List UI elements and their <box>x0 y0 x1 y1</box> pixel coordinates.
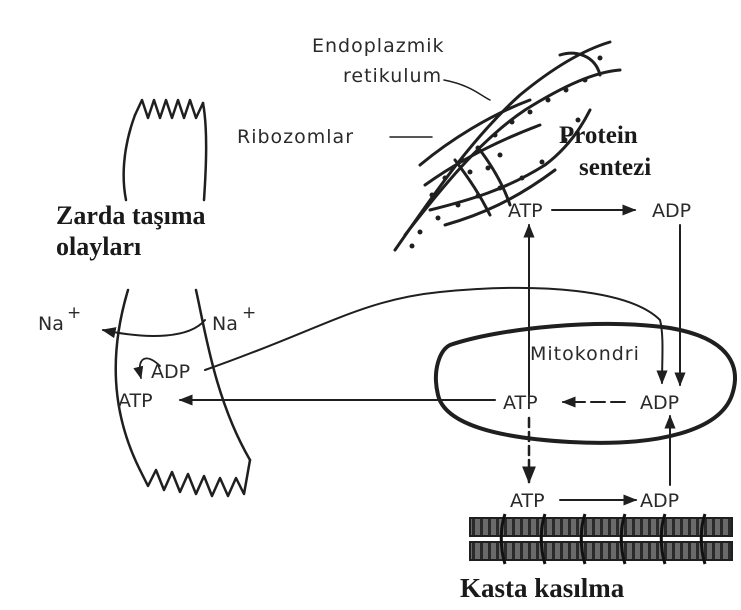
atp-mitochondria: ATP <box>503 392 538 414</box>
ribosomes-label: Ribozomlar <box>237 126 354 148</box>
mitochondrion <box>436 324 735 443</box>
sodium-ion-right: Na <box>212 313 238 335</box>
protein-synthesis-label-1: Protein <box>559 122 638 149</box>
adp-protein-synthesis: ADP <box>652 200 691 222</box>
sodium-ion-right-charge: + <box>242 303 256 323</box>
membrane-transport-label-1: Zarda taşıma <box>56 201 206 230</box>
muscle-fibres <box>470 514 732 564</box>
sodium-ion-left-charge: + <box>67 303 81 323</box>
endoplasmic-reticulum-label-1: Endoplazmik <box>312 35 444 57</box>
atp-muscle: ATP <box>510 490 545 512</box>
protein-synthesis-label-2: sentezi <box>579 154 651 181</box>
adp-membrane: ADP <box>151 361 190 383</box>
muscle-contraction-label: Kasta kasılma <box>460 573 625 603</box>
mitochondria-label: Mitokondri <box>530 343 640 365</box>
endoplasmic-reticulum-label-2: retikulum <box>343 65 442 87</box>
adp-mitochondria: ADP <box>640 392 679 414</box>
cell-membrane <box>103 100 250 496</box>
adp-muscle: ADP <box>640 490 679 512</box>
atp-membrane: ATP <box>118 390 153 412</box>
sodium-ion-left: Na <box>38 313 64 335</box>
membrane-transport-label-2: olayları <box>56 232 141 261</box>
atp-protein-synthesis: ATP <box>508 200 543 222</box>
